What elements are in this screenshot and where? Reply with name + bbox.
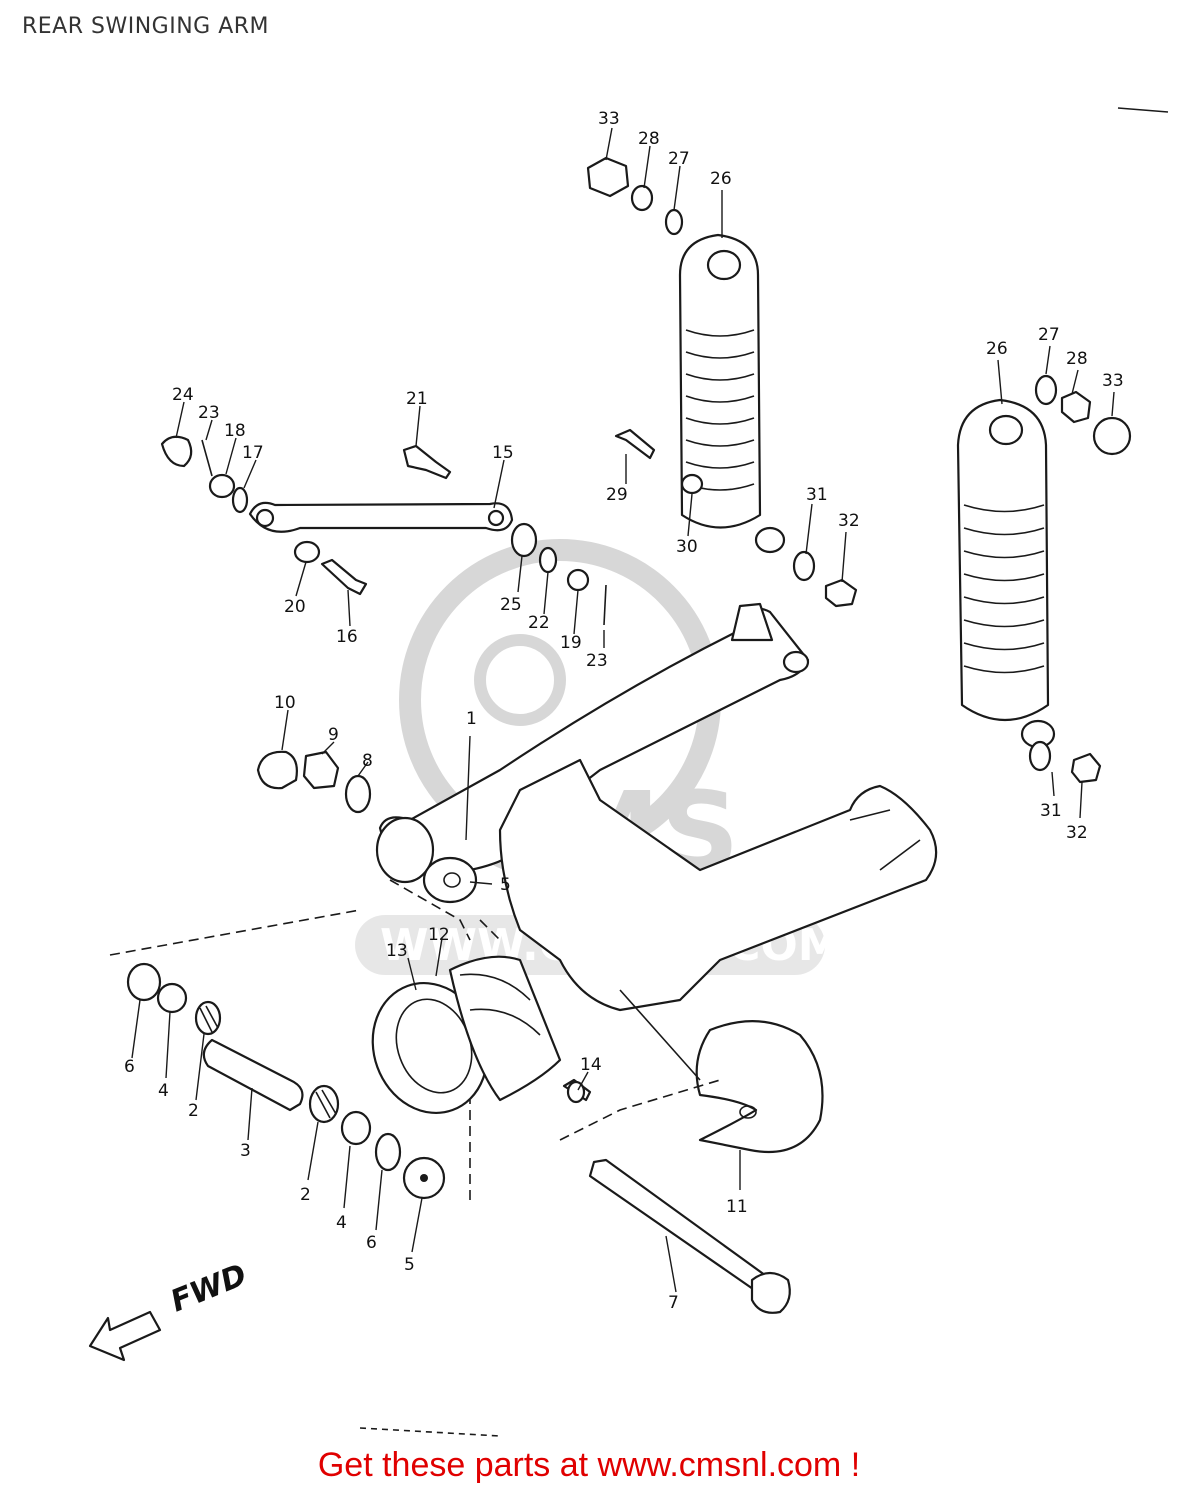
callout-label: 1 xyxy=(466,709,477,729)
callout-label: 12 xyxy=(428,925,450,945)
callout-label: 29 xyxy=(606,485,628,505)
callout-label: 28 xyxy=(1066,349,1088,369)
torque-link xyxy=(160,435,607,626)
callout-label: 31 xyxy=(806,485,828,505)
callout-label: 19 xyxy=(560,633,582,653)
callout-label: 30 xyxy=(676,537,698,557)
callout-label: 14 xyxy=(580,1055,602,1075)
callout-label: 3 xyxy=(240,1141,251,1161)
callout-label: 13 xyxy=(386,941,408,961)
callout-label: 27 xyxy=(1038,325,1060,345)
cover-plate xyxy=(695,1020,824,1154)
fwd-label: FWD xyxy=(166,1258,252,1320)
callout-label: 25 xyxy=(500,595,522,615)
pivot-hardware-upper xyxy=(256,750,372,814)
callout-label: 17 xyxy=(242,443,264,463)
callout-label: 2 xyxy=(300,1185,311,1205)
callout-label: 26 xyxy=(710,169,732,189)
callout-label: 18 xyxy=(224,421,246,441)
swinging-arm xyxy=(375,602,938,1012)
callout-label: 31 xyxy=(1040,801,1062,821)
exploded-parts-diagram: CMS WWW.CMSNL.COM xyxy=(88,107,1169,1437)
callout-label: 23 xyxy=(586,651,608,671)
callout-label: 33 xyxy=(1102,371,1124,391)
callout-label: 15 xyxy=(492,443,514,463)
callout-label: 22 xyxy=(528,613,550,633)
callout-label: 9 xyxy=(328,725,339,745)
callout-label: 5 xyxy=(500,875,511,895)
callout-label: 4 xyxy=(158,1081,169,1101)
callout-label: 2 xyxy=(188,1101,199,1121)
callout-label: 6 xyxy=(124,1057,135,1077)
shock-absorber-right xyxy=(956,398,1056,749)
pivot-shaft xyxy=(588,1158,791,1314)
callout-label: 11 xyxy=(726,1197,748,1217)
assembly-guide-lines xyxy=(109,879,721,1437)
callout-label: 5 xyxy=(404,1255,415,1275)
callout-labels: 1 2 2 3 4 4 5 5 6 6 7 8 9 10 11 12 13 14… xyxy=(124,109,1124,1313)
callout-label: 32 xyxy=(838,511,860,531)
callout-leaders xyxy=(131,127,1115,1293)
page-title: REAR SWINGING ARM xyxy=(22,14,270,39)
pivot-bearing-stack xyxy=(126,962,446,1200)
shock-absorber-left xyxy=(678,233,786,554)
callout-label: 23 xyxy=(198,403,220,423)
callout-label: 33 xyxy=(598,109,620,129)
callout-label: 27 xyxy=(668,149,690,169)
shock-mount-hardware xyxy=(586,156,1132,784)
callout-label: 16 xyxy=(336,627,358,647)
final-drive-boot xyxy=(371,955,592,1115)
callout-label: 20 xyxy=(284,597,306,617)
callout-label: 21 xyxy=(406,389,428,409)
callout-label: 28 xyxy=(638,129,660,149)
forward-direction-arrow: FWD xyxy=(88,1258,252,1362)
callout-label: 32 xyxy=(1066,823,1088,843)
callout-label: 4 xyxy=(336,1213,347,1233)
callout-label: 26 xyxy=(986,339,1008,359)
callout-label: 8 xyxy=(362,751,373,771)
footer-cta-link[interactable]: Get these parts at www.cmsnl.com ! xyxy=(317,1446,861,1484)
callout-label: 7 xyxy=(668,1293,679,1313)
callout-label: 24 xyxy=(172,385,194,405)
callout-label: 10 xyxy=(274,693,296,713)
callout-label: 6 xyxy=(366,1233,377,1253)
